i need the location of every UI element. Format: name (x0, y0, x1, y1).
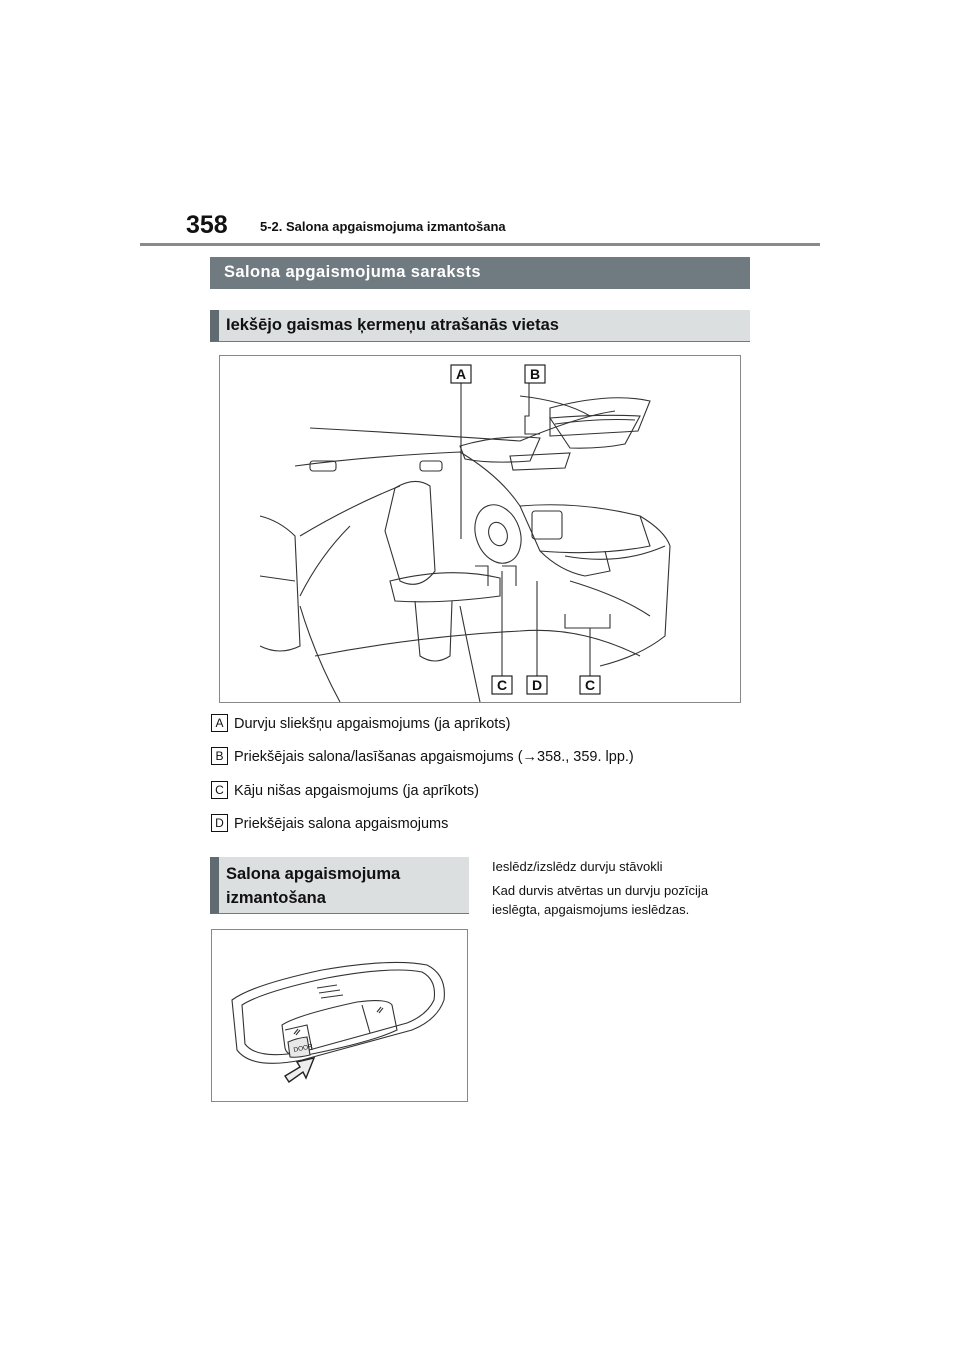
legend-item-c: C Kāju nišas apgaismojums (ja aprīkots) (211, 781, 479, 799)
usage-banner-line2: izmantošana (226, 889, 326, 907)
callout-a: A (456, 366, 466, 382)
callout-c-left: C (497, 677, 507, 693)
legend-item-b: B Priekšējais salona/lasīšanas apgaismoju… (211, 747, 634, 765)
door-description-line1: Kad durvis atvērtas un durvju pozīcija (492, 883, 709, 898)
callout-b: B (530, 366, 540, 382)
legend-text-c: Kāju nišas apgaismojums (ja aprīkots) (234, 783, 479, 799)
legend-text-b: Priekšējais salona/lasīšanas apgaismojum… (234, 749, 634, 765)
legend-key-b: B (211, 747, 228, 765)
legend-text-d: Priekšējais salona apgaismojums (234, 816, 449, 832)
legend-key-a: A (211, 714, 228, 732)
door-description-line2: ieslēgta, apgaismojums ieslēdzas. (492, 902, 690, 917)
legend-text-a: Durvju sliekšņu apgaismojums (ja aprīkot… (234, 716, 511, 732)
door-switch-illustration: DOOR (211, 929, 468, 1102)
usage-subsection-banner: Salona apgaismojuma izmantošana (210, 857, 469, 914)
locations-subsection-banner: Iekšējo gaismas ķermeņu atrašanās vietas (210, 310, 750, 342)
usage-banner-line1: Salona apgaismojuma (226, 865, 401, 883)
door-button-label: DOOR (293, 1043, 314, 1054)
page-number: 358 (186, 211, 228, 239)
door-position-title: Ieslēdz/izslēdz durvju stāvokli (492, 859, 663, 874)
legend-item-d: D Priekšējais salona apgaismojums (211, 814, 448, 832)
legend-key-d: D (211, 814, 228, 832)
header-divider (140, 243, 820, 246)
legend-item-a: A Durvju sliekšņu apgaismojums (ja aprīko… (211, 714, 510, 732)
section-title: 5-2. Salona apgaismojuma izmantošana (260, 219, 506, 234)
callout-d: D (532, 677, 542, 693)
callout-c-right: C (585, 677, 595, 693)
door-position-description: Kad durvis atvērtas un durvju pozīcija i… (492, 881, 762, 919)
main-section-banner: Salona apgaismojuma saraksts (210, 257, 750, 289)
legend-key-c: C (211, 781, 228, 799)
interior-lights-illustration: A B C D C (219, 355, 741, 703)
